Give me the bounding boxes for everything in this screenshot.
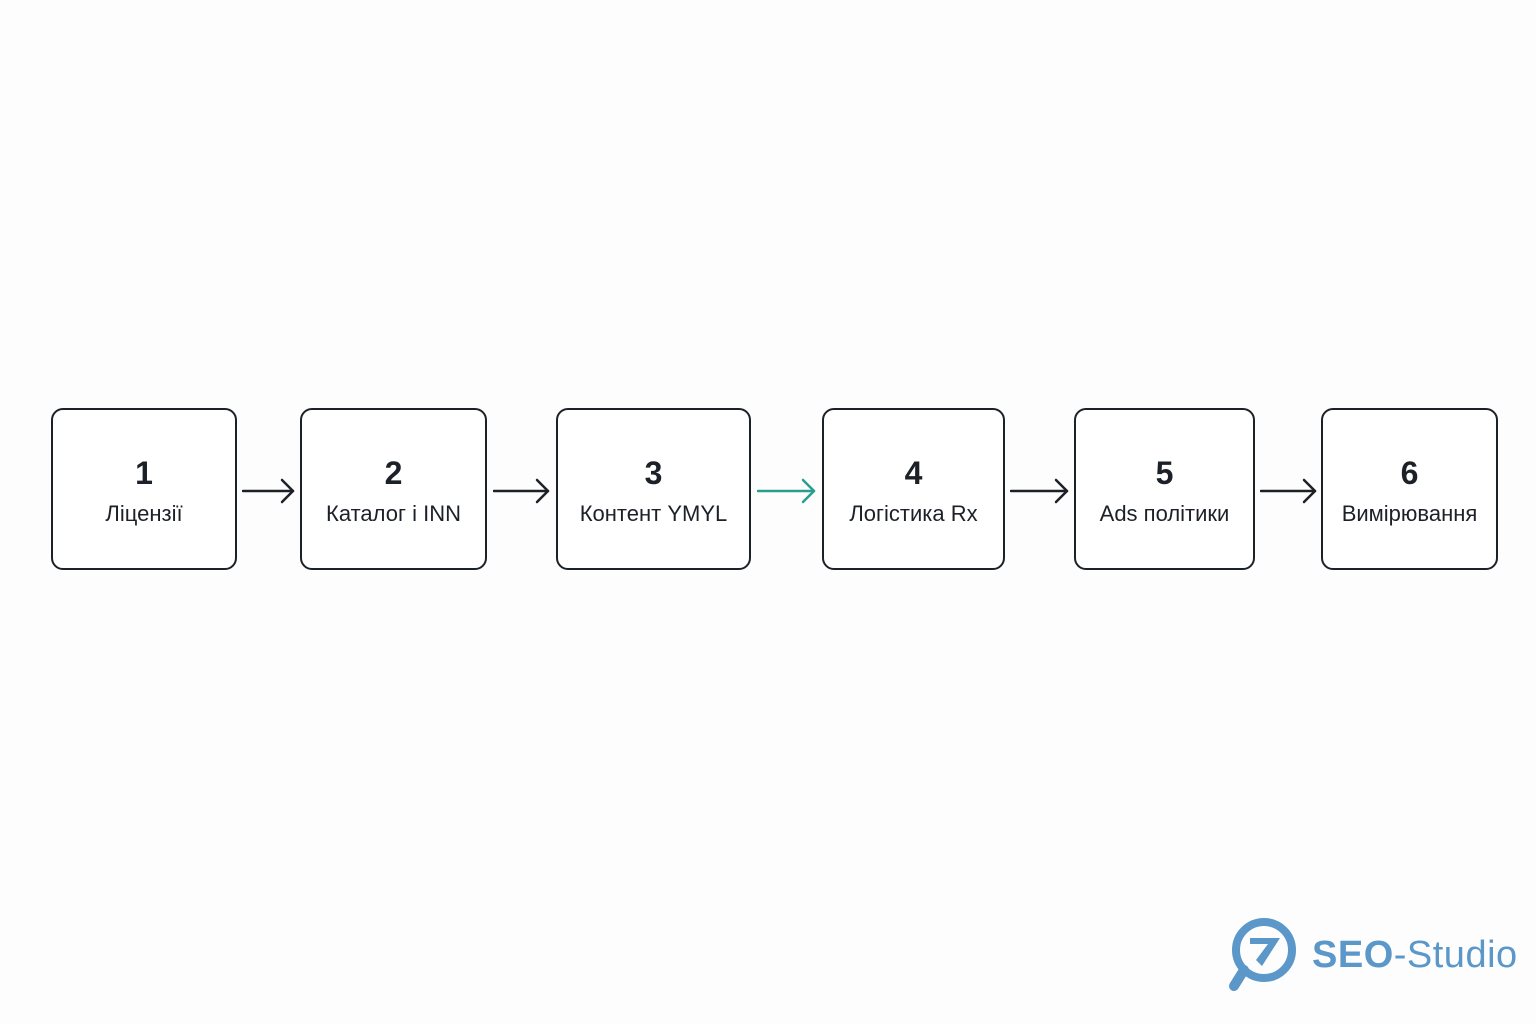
step-number: 4	[904, 455, 923, 491]
step-number: 2	[384, 455, 403, 491]
step-box-5: 5 Ads політики	[1074, 408, 1255, 570]
step-box-6: 6 Вимірювання	[1321, 408, 1498, 570]
arrow-1-2	[242, 478, 295, 504]
arrow-3-4	[757, 478, 816, 504]
seo-studio-logo: SEO-Studio	[1226, 916, 1518, 994]
logo-wordmark: SEO-Studio	[1312, 934, 1518, 977]
step-box-4: 4 Логістика Rx	[822, 408, 1005, 570]
step-box-2: 2 Каталог і INN	[300, 408, 487, 570]
step-number: 5	[1155, 455, 1174, 491]
step-label: Ліцензії	[105, 501, 183, 526]
step-box-3: 3 Контент YMYL	[556, 408, 751, 570]
arrow-2-3	[493, 478, 550, 504]
step-label: Контент YMYL	[579, 501, 728, 526]
arrow-5-6	[1260, 478, 1317, 504]
step-label: Вимірювання	[1341, 501, 1478, 526]
step-number: 3	[644, 455, 663, 491]
step-label: Каталог і INN	[326, 501, 461, 526]
step-number: 1	[135, 455, 153, 491]
arrow-4-5	[1010, 478, 1069, 504]
step-number: 6	[1400, 455, 1419, 491]
step-box-1: 1 Ліцензії	[51, 408, 237, 570]
step-label: Логістика Rx	[849, 501, 978, 526]
magnifier-check-icon	[1229, 918, 1296, 991]
logo-brand-bold: SEO	[1312, 933, 1394, 976]
logo-brand-rest: -Studio	[1393, 933, 1518, 976]
step-label: Ads політики	[1099, 501, 1230, 526]
